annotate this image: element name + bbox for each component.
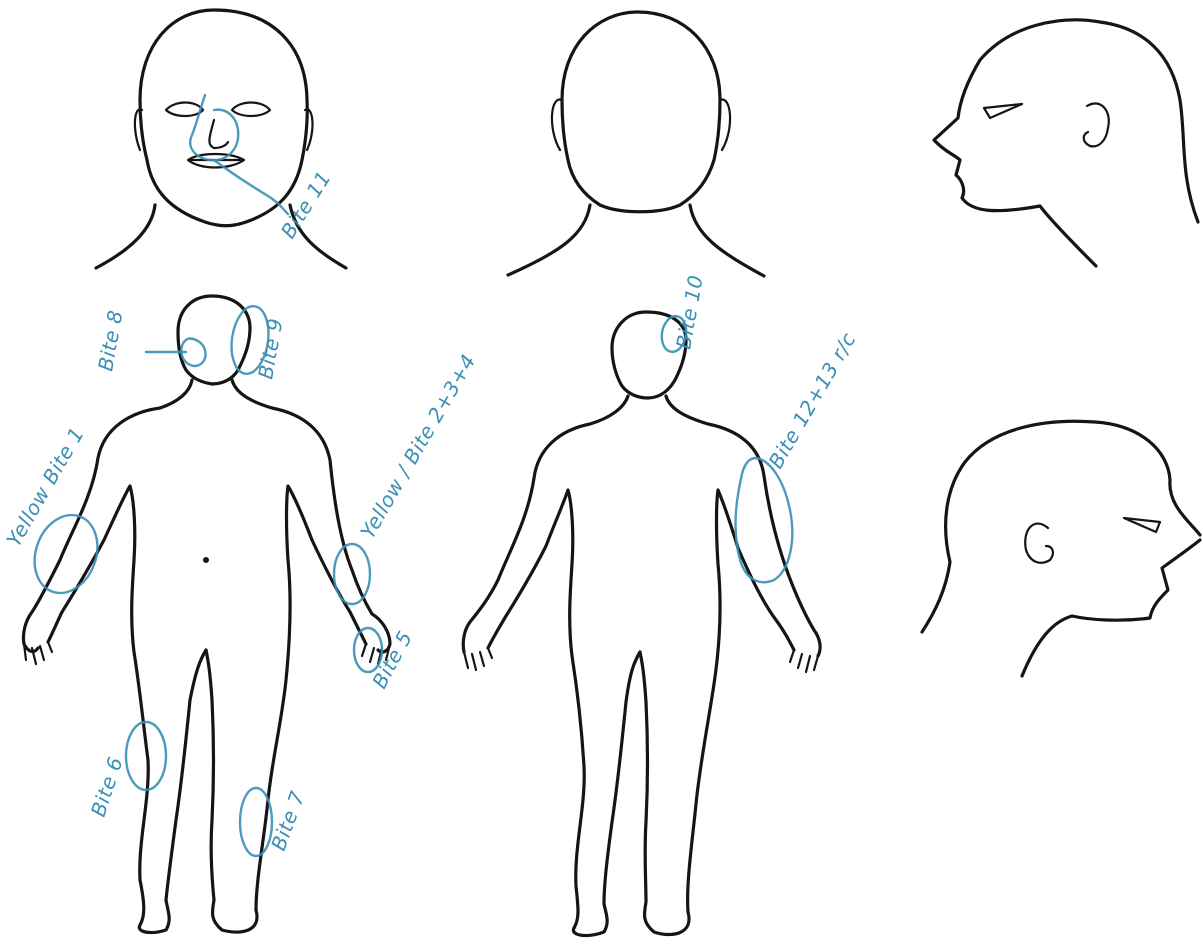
back-body-annotations: Bite 10 Bite 12+13 r/c <box>659 273 861 582</box>
head-right-profile-figure <box>934 20 1198 266</box>
head-left-profile-figure <box>922 421 1200 676</box>
front-body-annotations: Bite 8 Bite 9 Yellow Bite 1 Yellow / Bit… <box>2 304 481 856</box>
back-right-arm-label: Bite 12+13 r/c <box>764 328 861 472</box>
right-wrist-label: Yellow / Bite 2+3+4 <box>356 350 481 543</box>
body-back-figure <box>463 312 820 935</box>
face-annotation: Bite 11 <box>190 95 336 243</box>
head-left-small-label: Bite 8 <box>93 308 127 373</box>
right-hand-label: Bite 5 <box>367 627 417 693</box>
head-right-big-label: Bite 9 <box>253 316 287 381</box>
head-front-figure <box>96 10 346 268</box>
left-thigh-label: Bite 6 <box>86 754 128 820</box>
body-front-figure <box>23 296 390 932</box>
head-back-figure <box>508 12 764 276</box>
back-head-label: Bite 10 <box>671 273 708 351</box>
face-annotation-label: Bite 11 <box>276 167 336 243</box>
